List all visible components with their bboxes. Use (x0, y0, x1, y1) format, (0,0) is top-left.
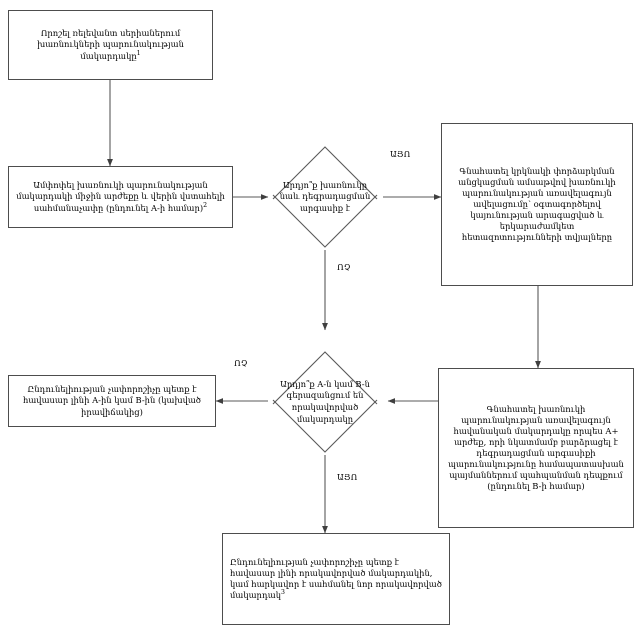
node-estimate-max-likely-level-b: Գնահատել խառնուկի պարունակության առավելա… (438, 368, 634, 528)
branch-label-d1-no: ՈՉ (336, 262, 352, 272)
decision-does-a-or-b-exceed-qualified-level: Արդյո՞ք A-ն կամ B-ն գերազանցում են որակա… (265, 348, 385, 456)
node-determine-impurity-levels: Որոշել ռելեվանտ սերիաներում խառնուկների … (8, 10, 213, 80)
node-text: Որոշել ռելեվանտ սերիաներում խառնուկների … (37, 28, 184, 61)
node-text: Գնահատել խառնուկի պարունակության առավելա… (448, 403, 624, 492)
node-estimate-max-increase-at-retest-date: Գնահատել կրկնակի փորձարկման անցկացման ամ… (441, 123, 633, 286)
node-text: Ընդունելիության չափորոշիչը պետք է հավասա… (23, 384, 201, 417)
decision-text: Արդյո՞ք A-ն կամ B-ն գերազանցում են որակա… (280, 378, 370, 424)
node-text: Ամփոփել խառնուկի պարունակության մակարդակ… (16, 180, 225, 213)
footnote-marker: 3 (280, 589, 285, 597)
footnote-marker: 1 (136, 49, 141, 57)
footnote-marker: 2 (203, 201, 208, 209)
node-acceptance-criterion-equals-qualified-level: Ընդունելիության չափորոշիչը պետք է հավասա… (222, 533, 450, 625)
node-acceptance-criterion-equals-a-or-b: Ընդունելիության չափորոշիչը պետք է հավասա… (8, 375, 216, 427)
decision-text: Արդյո՞ք խառնուկը նաև դեգրադացման արգասիք… (279, 179, 371, 213)
branch-label-d2-yes: ԱՅՈ (336, 472, 359, 482)
node-text: Ընդունելիության չափորոշիչը պետք է հավասա… (230, 556, 442, 601)
node-text: Գնահատել կրկնակի փորձարկման անցկացման ամ… (458, 165, 616, 243)
branch-label-d2-no: ՈՉ (233, 358, 249, 368)
branch-label-d1-yes: ԱՅՈ (389, 149, 412, 159)
node-summarize-mean-and-upper-limit: Ամփոփել խառնուկի պարունակության մակարդակ… (8, 166, 233, 228)
decision-is-impurity-also-degradation-product: Արդյո՞ք խառնուկը նաև դեգրադացման արգասիք… (265, 143, 385, 251)
